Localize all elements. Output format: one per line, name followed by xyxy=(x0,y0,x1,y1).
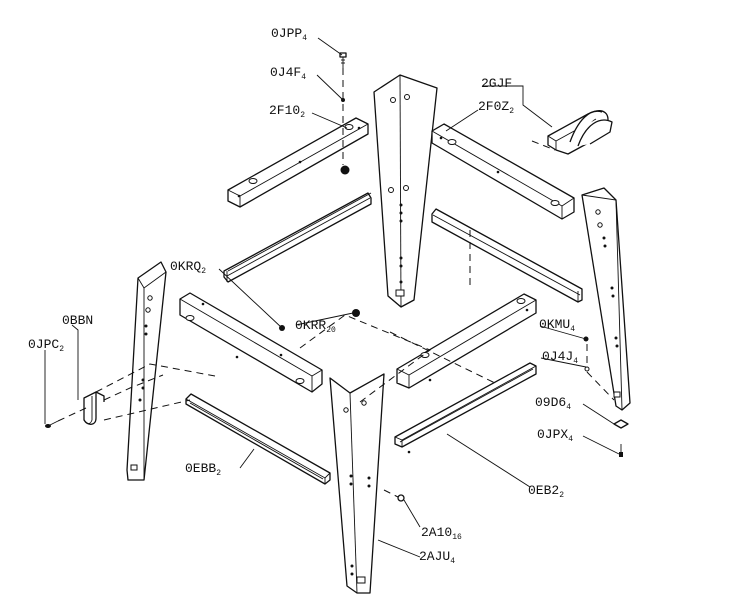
nut-top xyxy=(340,165,350,175)
label-0bbn: 0BBN xyxy=(62,313,93,328)
foot-bracket xyxy=(83,391,105,425)
screw-0jpc xyxy=(45,420,59,428)
bolt-0jpp xyxy=(339,52,347,68)
label-0krq: 0KRQ2 xyxy=(170,259,206,276)
leg-back-center xyxy=(373,74,438,308)
label-2f0z: 2F0Z2 xyxy=(478,99,514,116)
label-2gjf: 2GJF xyxy=(481,76,512,91)
front-left-apron xyxy=(179,292,323,393)
label-0jpp: 0JPP4 xyxy=(271,26,307,43)
label-2a10: 2A1016 xyxy=(421,525,462,542)
bolt-2a10 xyxy=(397,494,405,502)
label-0jpc: 0JPC2 xyxy=(28,337,64,354)
leg-front xyxy=(329,373,385,594)
hardware xyxy=(45,52,629,502)
label-09d6: 09D64 xyxy=(535,395,571,412)
label-0krr: 0KRR20 xyxy=(295,318,336,335)
upper-left-apron xyxy=(227,117,369,208)
handle xyxy=(547,110,613,155)
back-left-stretcher xyxy=(223,192,372,283)
front-right-stretcher xyxy=(394,362,537,454)
label-2f10: 2F102 xyxy=(269,103,305,120)
label-2aju: 2AJU4 xyxy=(419,549,455,566)
front-left-stretcher xyxy=(185,393,331,485)
leg-left xyxy=(126,261,167,481)
label-0ebb: 0EBB2 xyxy=(185,461,221,478)
label-0j4f: 0J4F4 xyxy=(270,65,306,82)
washer-0j4j xyxy=(584,366,590,372)
foot-pad-09d6 xyxy=(613,419,629,429)
nut-0krr xyxy=(352,309,360,317)
back-right-stretcher xyxy=(431,208,583,303)
upper-right-apron xyxy=(431,123,575,220)
part-labels: 0JPP4 0J4F4 2F102 2GJF 2F0Z2 0KRQ2 0KRR2… xyxy=(28,26,578,566)
leader-lines xyxy=(44,37,620,558)
label-0jpx: 0JPX4 xyxy=(537,427,573,444)
label-0eb2: 0EB22 xyxy=(528,483,564,500)
screw-0jpx xyxy=(619,444,623,457)
label-0j4j: 0J4J4 xyxy=(542,349,578,366)
label-0kmu: 0KMU4 xyxy=(539,317,575,334)
assembly-lines xyxy=(57,68,615,498)
leg-right xyxy=(581,187,631,411)
